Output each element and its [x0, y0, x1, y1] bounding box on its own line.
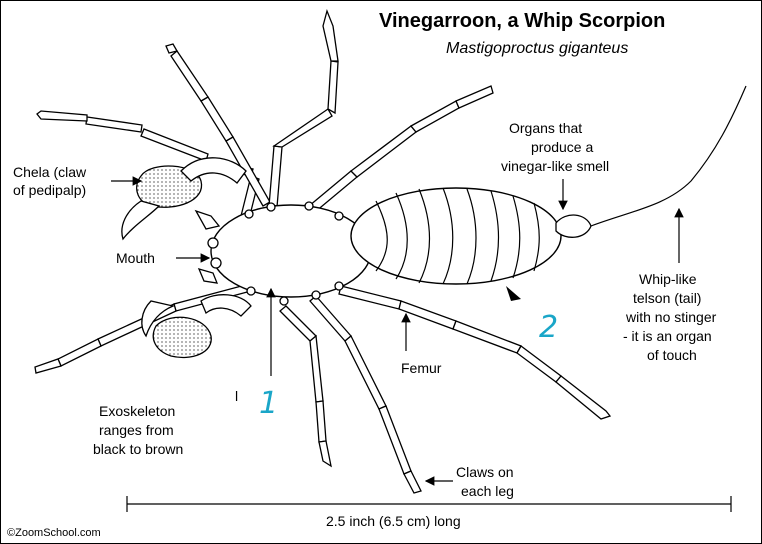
handwritten-mark-2: 2 — [539, 310, 558, 345]
label-whip-line3: with no stinger — [625, 309, 717, 325]
pedipalp-lower — [141, 268, 252, 359]
abdomen — [350, 187, 592, 285]
label-exoskeleton-line1: Exoskeleton — [99, 403, 175, 419]
diagram-subtitle: Mastigoproctus giganteus — [446, 40, 628, 57]
leg-lower-mid — [279, 305, 332, 468]
label-whip-line2: telson (tail) — [633, 290, 701, 306]
leg-lower-back — [338, 285, 612, 420]
telson-tail — [590, 85, 747, 227]
leg-lower-right — [309, 295, 422, 494]
leg-3-upper — [308, 85, 494, 213]
label-chela-line2: of pedipalp) — [13, 182, 86, 198]
pedipalp-upper — [121, 157, 247, 241]
label-organs-line1: Organs that — [509, 120, 582, 136]
cephalothorax — [207, 201, 372, 306]
label-length: 2.5 inch (6.5 cm) long — [326, 513, 461, 529]
label-whip-line5: of touch — [647, 347, 697, 363]
label-exoskeleton-line3: black to brown — [93, 441, 183, 457]
leg-2-upper — [268, 8, 339, 208]
leg-front-upper — [165, 43, 271, 207]
scale-bar — [126, 496, 732, 512]
label-mouth: Mouth — [116, 250, 155, 266]
label-exoskeleton-line2: ranges from — [99, 422, 174, 438]
label-whip-line1: Whip-like — [639, 271, 697, 287]
pointer-arrows — [111, 176, 684, 486]
label-organs-line2: produce a — [531, 139, 593, 155]
legs — [34, 8, 612, 494]
label-claws-line1: Claws on — [456, 464, 514, 480]
label-organs-line3: vinegar-like smell — [501, 158, 609, 174]
handwritten-mark-1: 1 — [259, 386, 278, 421]
diagram-title: Vinegarroon, a Whip Scorpion — [379, 10, 665, 32]
label-femur: Femur — [401, 360, 442, 376]
label-claws-line2: each leg — [461, 483, 514, 499]
credit-text: ©ZoomSchool.com — [7, 527, 101, 539]
stray-mark: l — [235, 388, 238, 404]
label-chela-line1: Chela (claw — [13, 164, 87, 180]
label-whip-line4: - it is an organ — [623, 328, 712, 344]
